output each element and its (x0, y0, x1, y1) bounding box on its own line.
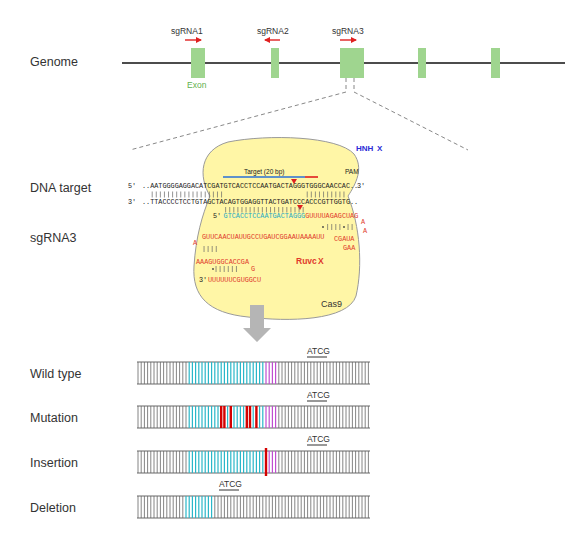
target-ticks (189, 362, 263, 384)
ladder-rails (137, 406, 370, 428)
row-label: Genome (30, 56, 78, 69)
ladder-rails (137, 496, 370, 518)
edit-ticks (265, 448, 267, 476)
sgrna-arrows (185, 39, 356, 40)
row-label: sgRNA3 (30, 232, 77, 245)
dna-ladders (137, 362, 370, 518)
inactive-mark: X (318, 257, 324, 266)
motif-underline (307, 357, 327, 358)
pam-label: PAM (345, 169, 359, 176)
motif-label: ATCG (307, 391, 330, 400)
strand-end: 3' (357, 183, 365, 190)
zoom-line (354, 78, 355, 92)
motif-label: ATCG (219, 480, 242, 489)
pam-ticks (266, 362, 276, 384)
rna-sequence: AAAGUGGCACCGA (196, 259, 249, 266)
row-label: DNA target (30, 182, 91, 195)
exon-rect (271, 48, 279, 78)
sgrna-name: sgRNA3 (332, 27, 364, 36)
cas9-blob (194, 138, 360, 320)
strand-end: 5' (213, 213, 221, 220)
exon-rect (340, 48, 364, 78)
ladder-rails (137, 451, 370, 473)
wobble-dot (212, 268, 214, 270)
dna-sequence: ..AATGGGGAGGACATCGATGTCACCTCCAATGACTAGGG… (142, 183, 358, 190)
wobble-dot (322, 226, 324, 228)
exon-rect (491, 48, 500, 78)
motif-underline (307, 445, 327, 446)
rna-sequence: GUUUUAGAGCUAG (305, 213, 358, 220)
sgrna-arrow (340, 39, 356, 40)
ladder-ticks (138, 362, 368, 384)
row-label: Mutation (30, 412, 78, 425)
domain-label: HNH (356, 145, 373, 153)
rna-base: A (363, 228, 367, 235)
target-bar (223, 176, 305, 178)
wobble-dot (343, 226, 345, 228)
inactive-mark: X (377, 145, 382, 153)
dna-sequence: ..TTACCCCTCCTGTAGCTACAGTGGAGGTTACTGATCCC… (142, 199, 358, 206)
ladder-ticks (138, 406, 368, 428)
sgrna-name: sgRNA1 (171, 27, 203, 36)
strand-end: 3' (128, 199, 136, 206)
exon-rect (418, 48, 426, 78)
ladder-ticks (138, 451, 368, 473)
motif-underline (307, 401, 327, 402)
row-label: Insertion (30, 457, 78, 470)
target-ticks (189, 451, 263, 473)
pam-ticks (269, 451, 275, 473)
target-ticks (189, 406, 263, 428)
sgrna-name: sgRNA2 (257, 27, 289, 36)
ladder-rails (137, 362, 370, 384)
row-label: Deletion (30, 502, 76, 515)
guide-sequence: GTCACCTCCAATGACTAGGG (224, 213, 306, 220)
target-ticks (186, 496, 212, 518)
motif-label: ATCG (307, 347, 330, 356)
domain-label: Ruvc (296, 257, 317, 266)
sgrna-arrow (185, 39, 201, 40)
pam-ticks (266, 406, 276, 428)
motif-underlines (219, 357, 327, 490)
protein-name: Cas9 (321, 299, 342, 309)
rna-base: A (193, 240, 197, 247)
target-label: Target (20 bp) (244, 169, 284, 176)
rna-sequence: GUUCAACUAUUGCCUGAUCGGAAUAAAAUU (202, 234, 324, 241)
strand-end: 3' (199, 277, 207, 284)
ladder-ticks (138, 496, 368, 518)
rna-base: G (251, 266, 255, 273)
rna-sequence: UUUUUUCGUGGCU (208, 277, 261, 284)
sgrna-arrow (265, 39, 280, 40)
motif-underline (219, 490, 239, 491)
pam-bar (305, 176, 318, 178)
rna-sequence: GAA (343, 245, 355, 252)
zoom-line (354, 92, 468, 150)
strand-end: 5' (128, 183, 136, 190)
edit-ticks (221, 406, 256, 428)
rna-sequence: CGAUA (334, 236, 354, 243)
exon-label: Exon (187, 81, 206, 90)
zoom-line (346, 78, 347, 92)
exon-rect (191, 48, 205, 78)
motif-label: ATCG (307, 435, 330, 444)
exon-group (191, 48, 500, 78)
row-label: Wild type (30, 368, 81, 381)
rna-base: A (361, 219, 365, 226)
